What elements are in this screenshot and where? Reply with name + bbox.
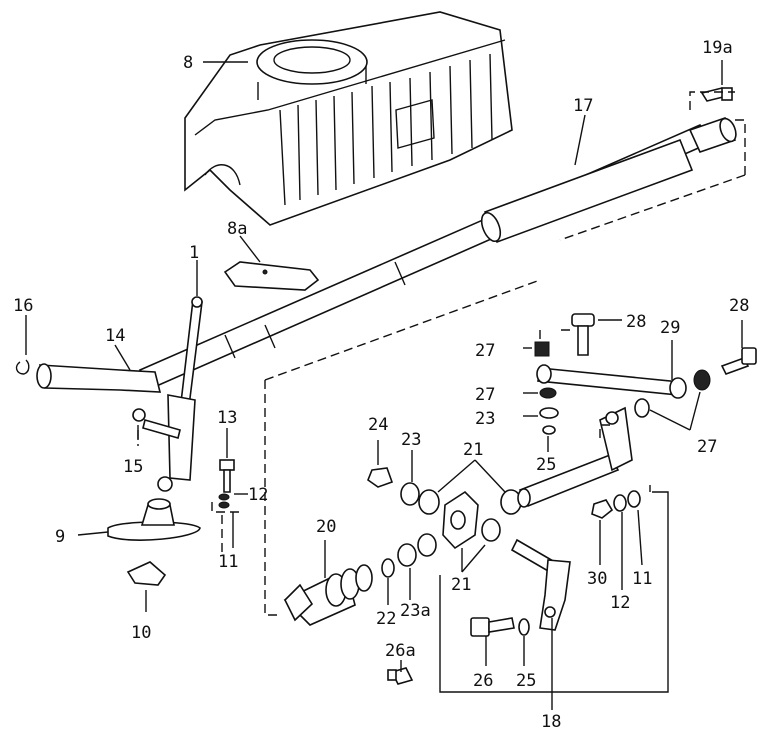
part-26a-bolt <box>387 667 414 685</box>
callout-28-right: 28 <box>729 296 749 316</box>
part-12-washer-right <box>613 494 627 512</box>
callout-27-upper: 27 <box>475 341 495 361</box>
part-18-selector-lever <box>510 538 571 631</box>
shift-lever-shaft <box>517 406 633 508</box>
part-10-nut <box>126 561 167 586</box>
part-17-shift-rod <box>138 117 737 390</box>
callout-10: 10 <box>131 623 151 643</box>
callout-30: 30 <box>587 569 607 589</box>
callout-1: 1 <box>189 243 199 263</box>
part-29-link-rod <box>536 364 687 399</box>
callout-28-upper: 28 <box>626 312 646 332</box>
callout-25-upper: 25 <box>536 455 556 475</box>
callout-11-left: 11 <box>218 552 238 572</box>
callout-26: 26 <box>473 671 493 691</box>
part-28-bolt-right <box>720 347 757 375</box>
part-12-washer <box>218 493 230 501</box>
part-11-washer <box>218 501 230 509</box>
callout-23-right: 23 <box>475 409 495 429</box>
part-11-washer-right <box>627 490 641 508</box>
shift-joint-block <box>442 490 479 550</box>
part-1-shift-lever <box>157 296 203 492</box>
part-13-bolt <box>219 459 235 493</box>
part-16-clip <box>15 359 30 375</box>
callout-21-upper: 21 <box>463 440 483 460</box>
leader-lines <box>25 60 743 710</box>
part-23a-washer <box>397 543 417 567</box>
part-21-bushing-lower <box>417 518 501 557</box>
callout-12-right: 12 <box>610 593 630 613</box>
part-26-bolt <box>470 617 515 637</box>
callout-17: 17 <box>573 96 593 116</box>
callout-18: 18 <box>541 712 561 732</box>
part-22-ring <box>381 558 395 578</box>
callout-13: 13 <box>217 408 237 428</box>
part-23-washer-right <box>539 407 559 419</box>
callout-8: 8 <box>183 53 193 73</box>
part-8a-cover-plate <box>223 261 320 291</box>
callout-14: 14 <box>105 326 125 346</box>
part-callouts: 8 8a 1 16 14 15 9 10 13 12 11 17 19a 20 … <box>13 38 749 732</box>
part-30-nut <box>591 499 614 519</box>
callout-15: 15 <box>123 457 143 477</box>
part-25-clip-upper <box>542 425 556 435</box>
part-24-nut <box>367 467 394 488</box>
callout-24: 24 <box>368 415 388 435</box>
callout-8a: 8a <box>227 219 247 239</box>
part-21-bushing-upper <box>418 489 522 515</box>
callout-20: 20 <box>316 517 336 537</box>
part-27-nut-right <box>634 369 711 418</box>
callout-27-right: 27 <box>697 437 717 457</box>
part-18-group-bracket <box>439 491 669 693</box>
part-9-lever-base <box>107 498 201 541</box>
callout-21-lower: 21 <box>451 575 471 595</box>
part-28-bolt-upper <box>571 313 595 356</box>
part-19a-bolt <box>700 87 733 102</box>
callout-25-lower: 25 <box>516 671 536 691</box>
part-27-nut-middle <box>539 387 557 399</box>
callout-11-right: 11 <box>632 569 652 589</box>
part-25-clip-lower <box>518 618 530 636</box>
callout-23-left: 23 <box>401 430 421 450</box>
callout-29: 29 <box>660 318 680 338</box>
part-14-shift-tube <box>36 363 162 393</box>
callout-27-middle: 27 <box>475 385 495 405</box>
callout-16: 16 <box>13 296 33 316</box>
part-8-tunnel-cover <box>184 11 513 226</box>
callout-12-left: 12 <box>248 485 268 505</box>
part-23-washer <box>400 482 420 506</box>
callout-22: 22 <box>376 609 396 629</box>
callout-23a: 23a <box>400 601 431 621</box>
callout-9: 9 <box>55 527 65 547</box>
part-20-coupling <box>283 564 373 626</box>
assembly-dashed-lines <box>137 91 746 616</box>
part-15-washer <box>132 408 181 439</box>
callout-26a: 26a <box>385 641 416 661</box>
part-27-nut-upper <box>534 341 550 357</box>
callout-19a: 19a <box>702 38 733 58</box>
